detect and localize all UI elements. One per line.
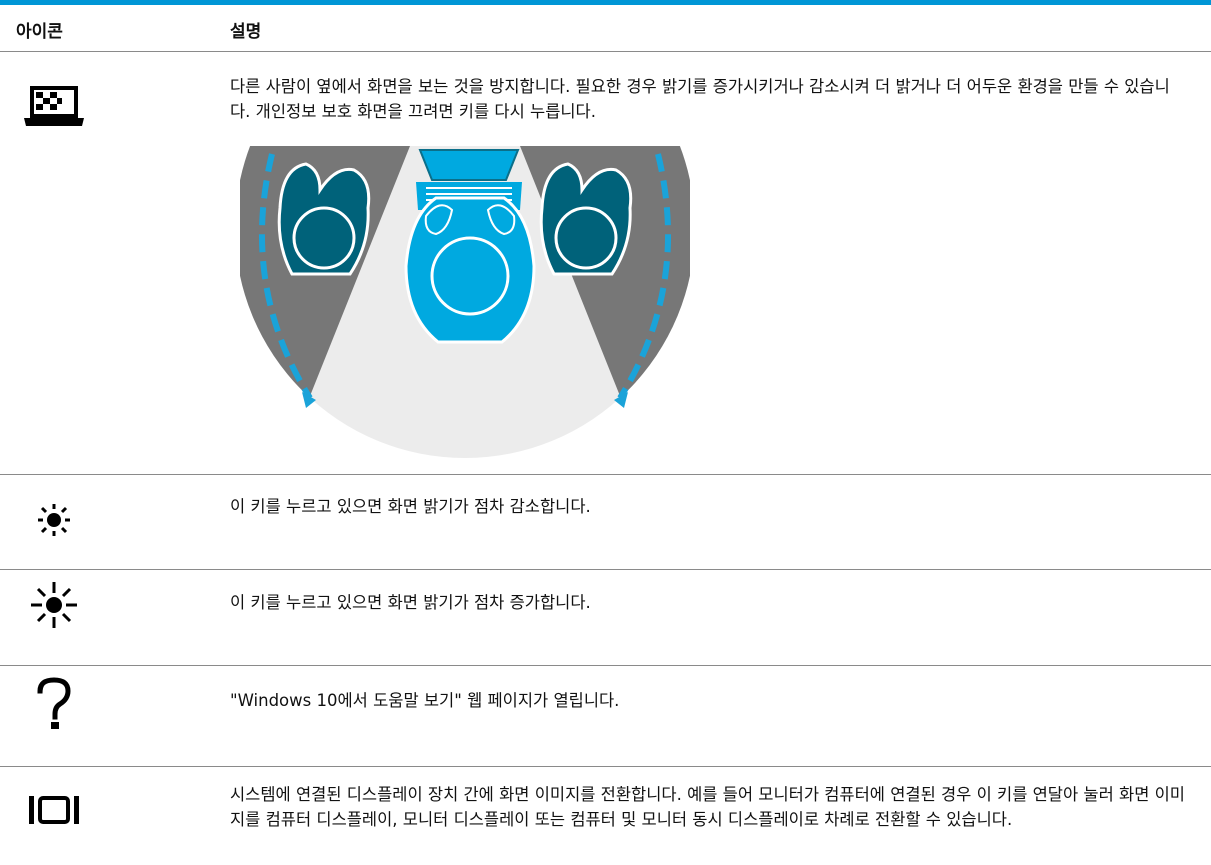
row-description: 다른 사람이 옆에서 화면을 보는 것을 방지합니다. 필요한 경우 밝기를 증… bbox=[230, 77, 1170, 121]
column-header-description: 설명 bbox=[230, 22, 262, 42]
row-divider bbox=[0, 569, 1211, 570]
row-divider bbox=[0, 474, 1211, 475]
row-description: 이 키를 누르고 있으면 화면 밝기가 점차 증가합니다. bbox=[230, 593, 591, 612]
row-divider bbox=[0, 665, 1211, 666]
brightness-down-icon bbox=[14, 500, 94, 540]
switch-display-icon bbox=[14, 794, 94, 826]
brightness-up-icon bbox=[14, 580, 94, 630]
header-divider bbox=[0, 51, 1211, 52]
column-header-icon: 아이콘 bbox=[16, 22, 63, 42]
privacy-illustration bbox=[240, 146, 690, 458]
privacy-screen-icon bbox=[14, 86, 94, 128]
row-description: 시스템에 연결된 디스플레이 장치 간에 화면 이미지를 전환합니다. 예를 들… bbox=[230, 785, 1185, 829]
table-top-rule bbox=[0, 0, 1211, 5]
help-icon bbox=[14, 677, 94, 731]
row-divider bbox=[0, 766, 1211, 767]
row-description: "Windows 10에서 도움말 보기" 웹 페이지가 열립니다. bbox=[230, 691, 620, 710]
row-description: 이 키를 누르고 있으면 화면 밝기가 점차 감소합니다. bbox=[230, 497, 591, 516]
